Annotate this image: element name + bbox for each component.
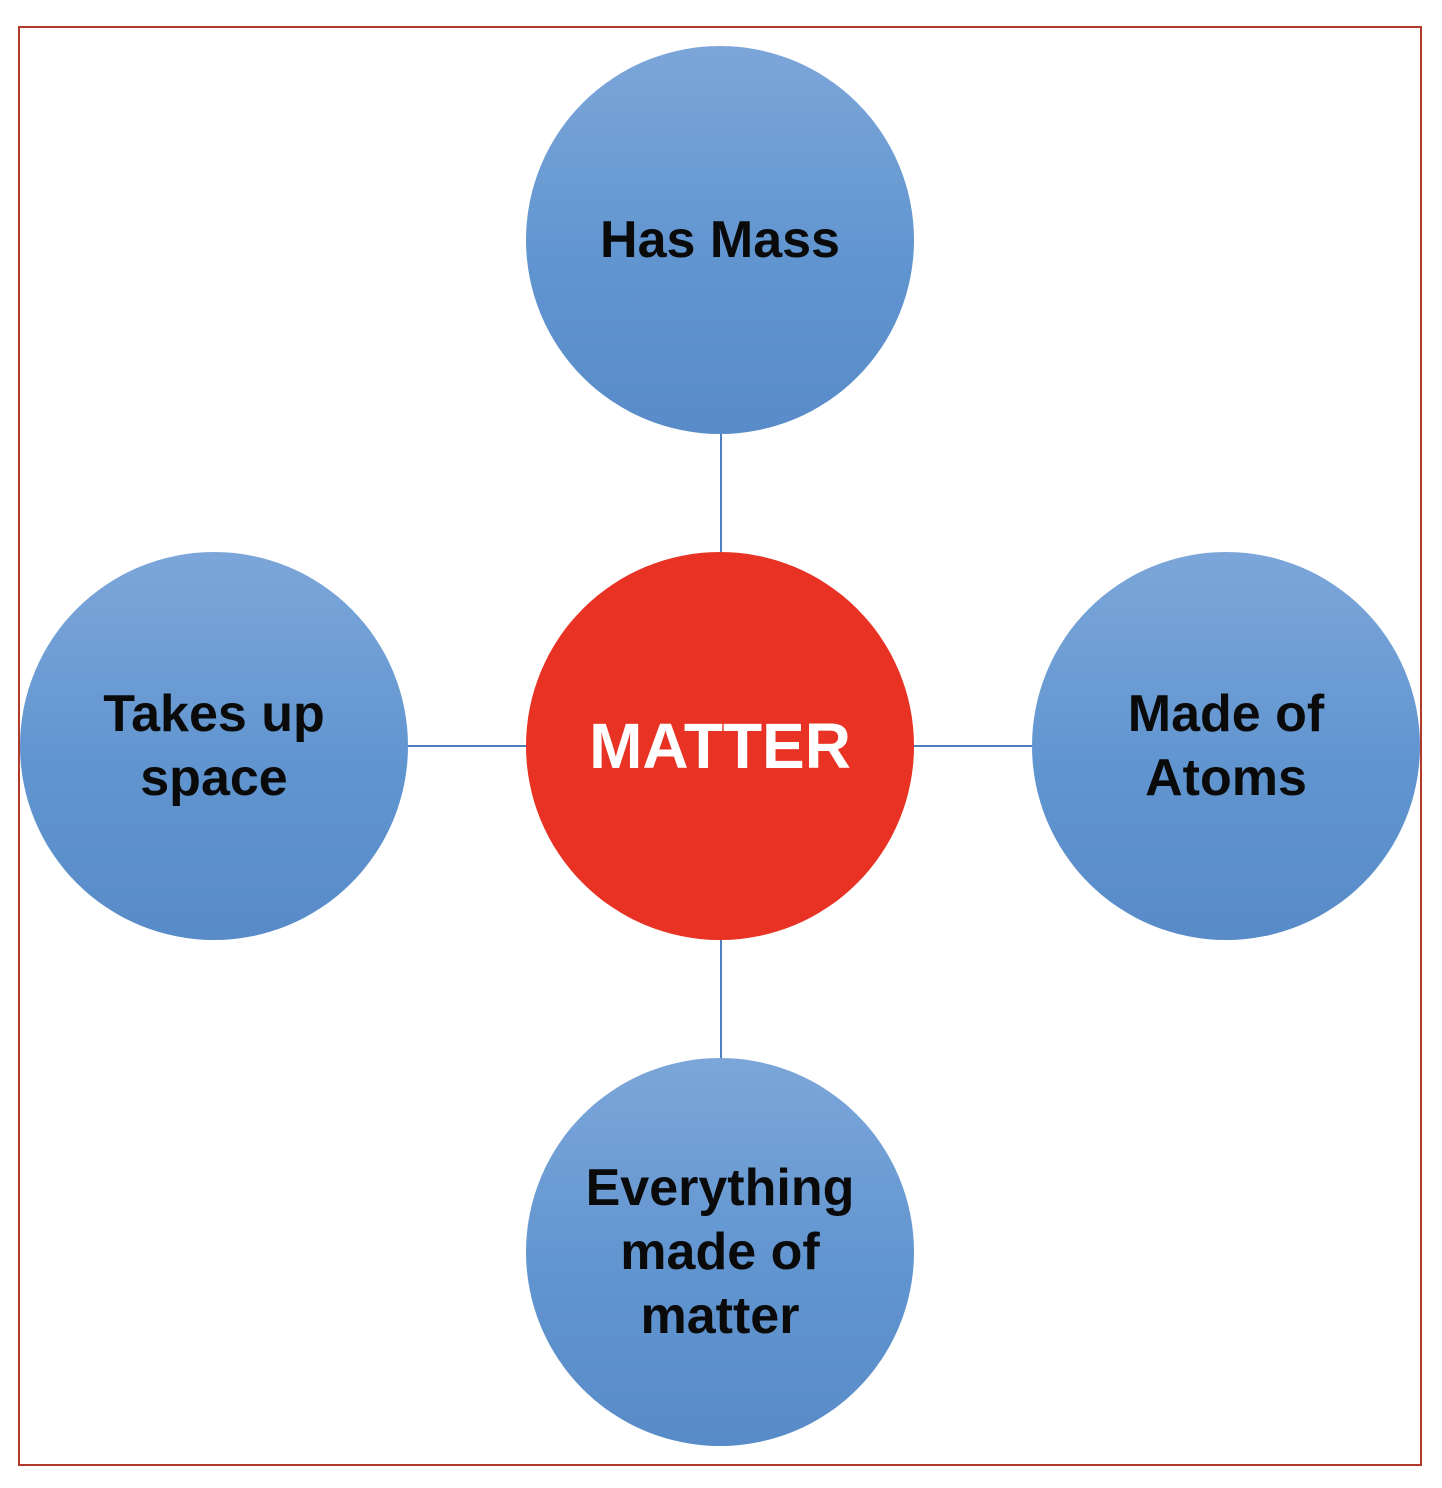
node-label-top: Has Mass xyxy=(600,211,840,269)
connector-right xyxy=(913,745,1033,747)
node-label-left: Takes up space xyxy=(103,685,325,807)
node-everything-made-of-matter: Everything made of matter xyxy=(526,1058,914,1446)
connector-bottom xyxy=(720,938,722,1058)
node-takes-up-space: Takes up space xyxy=(20,552,408,940)
node-label-right: Made of Atoms xyxy=(1127,685,1325,807)
diagram-frame xyxy=(18,26,1422,1466)
node-label-center: MATTER xyxy=(589,710,851,782)
node-has-mass: Has Mass xyxy=(526,46,914,434)
node-matter-center: MATTER xyxy=(526,552,914,940)
node-label-bottom: Everything made of matter xyxy=(585,1159,855,1345)
connector-top xyxy=(720,434,722,552)
connector-left xyxy=(407,745,527,747)
node-made-of-atoms: Made of Atoms xyxy=(1032,552,1420,940)
